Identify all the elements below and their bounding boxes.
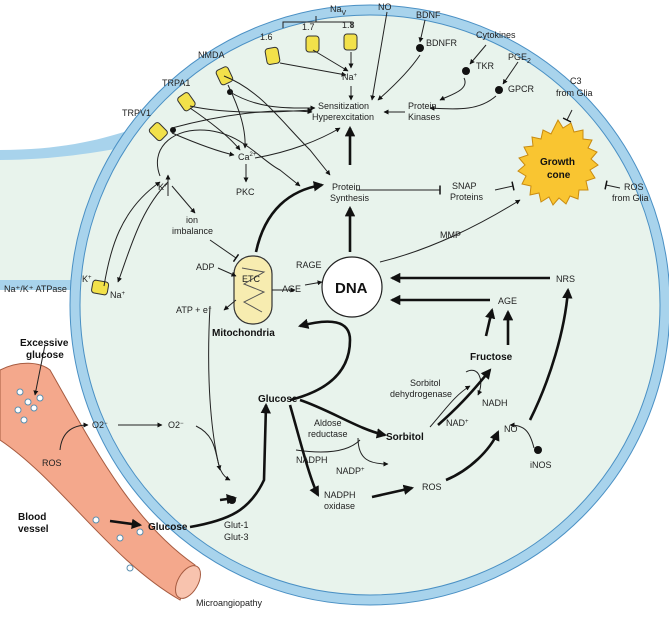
glucose-in-label: Glucose [258,394,298,405]
sensitization-label: Sensitization [318,101,369,111]
ros-from-glia-label: from Glia [612,193,649,203]
glut3-label: Glut-3 [224,532,249,542]
protein-synthesis-label-1: Protein [332,182,361,192]
fructose-label: Fructose [470,352,513,363]
na-plus-label: Na+ [342,72,358,82]
sorbitol-dh-label-1: Sorbitol [410,378,441,388]
c3-from-glia-label: from Glia [556,88,593,98]
aldose-label-2: reductase [308,429,348,439]
vessel-end [175,565,201,599]
no-top-label: NO [378,2,392,12]
bdnfr-label: BDNFR [426,38,457,48]
snap-label-2: Proteins [450,192,484,202]
mito-cristae [241,267,266,313]
blood-vessel-label-2: vessel [18,524,49,535]
nucleus [321,256,383,318]
nav16-label: 1.6 [260,32,273,42]
snap-label-1: SNAP [452,181,477,191]
protein-kinases-label-1: Protein [408,101,437,111]
cytokines-label: Cytokines [476,30,516,40]
microangiopathy-label: Microangiopathy [196,598,263,608]
ion-label: ion [186,215,198,225]
hyperexcitation-label: Hyperexcitation [312,112,374,122]
growth-cone-label-1: Growth [540,157,575,168]
trpv1-label: TRPV1 [122,108,151,118]
dna-label: DNA [335,280,368,297]
nadph-oxidase-label-1: NADPH [324,490,356,500]
sorbitol-label: Sorbitol [386,432,424,443]
mitochondria-shape [233,255,273,325]
growth-cone [517,118,599,206]
sorbitol-dh-label-2: dehydrogenase [390,389,452,399]
nav-label: NaV [330,4,347,17]
glut1-label: Glut-1 [224,520,249,530]
nmda-label: NMDA [198,50,225,60]
nadp-label: NADP+ [336,466,365,476]
ros-glia-label: ROS [624,182,644,192]
age-left-label: AGE [282,284,301,294]
nrs-label: NRS [556,274,575,284]
k-pump-label: K+ [82,274,92,284]
pkc-label: PKC [236,187,255,197]
o2-left-label: O2− [92,420,108,430]
aldose-label-1: Aldose [314,418,342,428]
excessive-label-1: Excessive [20,338,69,349]
nadph-oxidase-label-2: oxidase [324,501,355,511]
mitochondria-label: Mitochondria [212,328,275,339]
nav-bracket [282,16,353,28]
rage-label: RAGE [296,260,322,270]
na-pump-label: Na+ [110,290,126,300]
k-plus-label: K+ [158,182,168,192]
protein-kinases-label-2: Kinases [408,112,441,122]
blood-vessel [0,362,196,601]
age-right-label: AGE [498,296,517,306]
atpase-label: Na⁺/K⁺ ATPase [4,284,67,294]
nad-label: NAD+ [446,418,469,428]
trpa1-label: TRPA1 [162,78,190,88]
thin-arrows [33,11,621,481]
excessive-label-2: glucose [26,350,64,361]
nadh-label: NADH [482,398,508,408]
growth-cone-label-2: cone [547,170,571,181]
o2-right-label: O2− [168,420,184,430]
ros-mid-label: ROS [422,482,442,492]
protein-synthesis-label-2: Synthesis [330,193,370,203]
c3-label: C3 [570,76,582,86]
ros-vessel-label: ROS [42,458,62,468]
tkr-label: TKR [476,61,495,71]
glucose-molecules [14,388,144,572]
inos-label: iNOS [530,460,552,470]
pge2-label: PGE2 [508,52,531,65]
nadph-label: NADPH [296,455,328,465]
blood-vessel-label-1: Blood [18,512,46,523]
nav17-label: 1.7 [302,22,315,32]
ca-label: Ca2+ [238,152,257,162]
adp-label: ADP [196,262,215,272]
atp-label: ATP + e− [176,305,212,315]
no-mid-label: NO [504,424,518,434]
gpcr-label: GPCR [508,84,535,94]
glucose-out-label: Glucose [148,522,188,533]
thick-arrows [109,125,573,530]
etc-label: ETC [242,274,261,284]
bdnf-label: BDNF [416,10,441,20]
mmp-label: MMP [440,230,461,240]
imbalance-label: imbalance [172,226,213,236]
nav18-label: 1.8 [342,20,355,30]
